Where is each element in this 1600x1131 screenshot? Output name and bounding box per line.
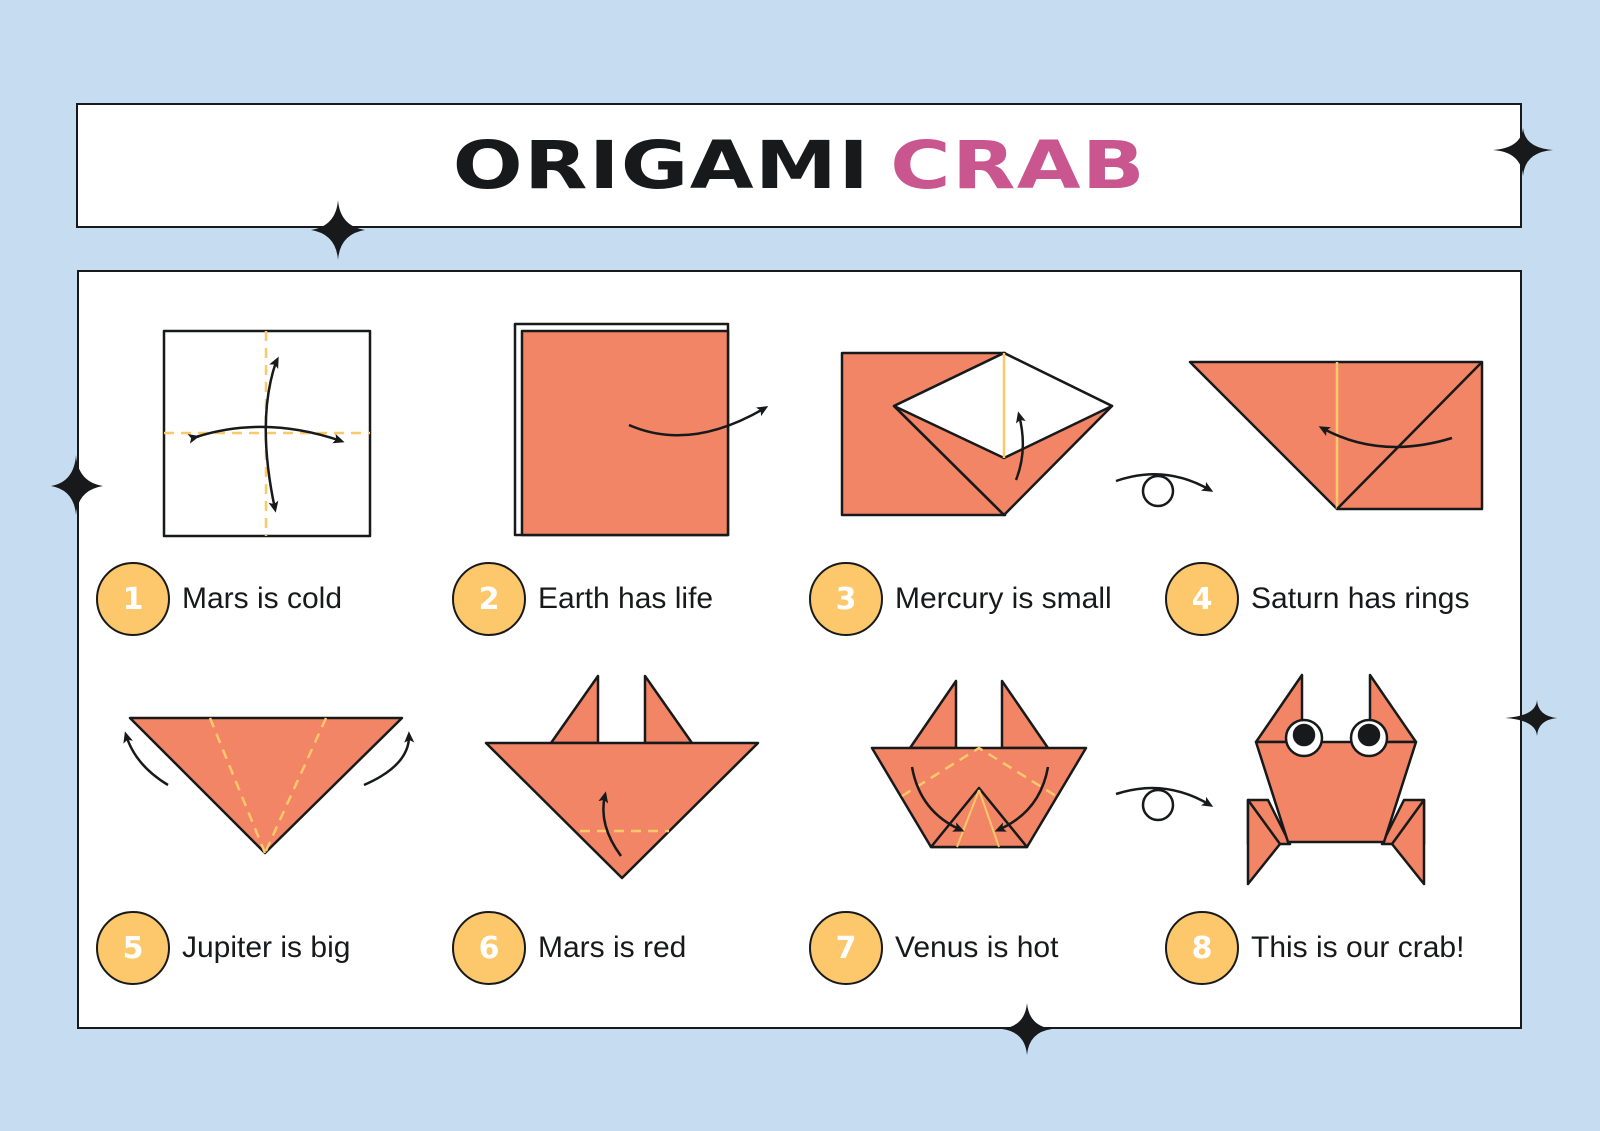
decorative-sparkles — [51, 128, 1557, 1055]
step-number-badge: 3 — [809, 562, 883, 636]
step-text: Jupiter is big — [182, 931, 351, 964]
step-number-badge: 7 — [809, 911, 883, 985]
step-3-label: 3 Mercury is small — [809, 562, 1112, 636]
fold-arrow-icon — [994, 766, 1050, 832]
step-8-crab — [1246, 673, 1426, 886]
four-point-star-icon — [311, 200, 365, 260]
step-6-label: 6 Mars is red — [452, 911, 686, 985]
four-point-star-icon — [1505, 700, 1557, 736]
four-point-star-icon — [1002, 1003, 1052, 1055]
step-6-diagram — [484, 674, 760, 880]
step-7-label: 7 Venus is hot — [809, 911, 1058, 985]
step-5-label: 5 Jupiter is big — [96, 911, 350, 985]
step-text: Mars is cold — [182, 582, 343, 615]
step-text: Earth has life — [538, 582, 714, 615]
title-part-crab: CRAB — [889, 127, 1146, 204]
step-8-label: 8 This is our crab! — [1165, 911, 1464, 985]
step-1-diagram — [162, 329, 372, 538]
step-number-badge: 8 — [1165, 911, 1239, 985]
step-1-label: 1 Mars is cold — [96, 562, 342, 636]
eye-left — [1284, 718, 1324, 758]
flip-over-icon — [1115, 786, 1214, 822]
four-point-star-icon — [51, 455, 103, 515]
step-number-badge: 1 — [96, 562, 170, 636]
step-number-badge: 4 — [1165, 562, 1239, 636]
step-number-badge: 5 — [96, 911, 170, 985]
fold-arrow-icon — [598, 791, 623, 857]
step-text: Mars is red — [538, 931, 687, 964]
fold-arrow-icon — [1014, 411, 1026, 481]
step-number-badge: 2 — [452, 562, 526, 636]
step-text: Venus is hot — [895, 931, 1059, 964]
eye-right — [1349, 718, 1389, 758]
step-5-diagram — [123, 716, 415, 855]
step-4-label: 4 Saturn has rings — [1165, 562, 1469, 636]
step-7-diagram — [870, 679, 1214, 849]
step-text: Mercury is small — [895, 582, 1112, 615]
fold-arrow-icon — [264, 361, 279, 513]
fold-arrow-icon — [363, 731, 415, 787]
fold-arrow-icon — [910, 766, 965, 832]
fold-arrow-icon — [1318, 426, 1453, 449]
fold-arrow-icon — [628, 406, 769, 437]
step-text: This is our crab! — [1251, 931, 1465, 964]
flip-over-icon — [1115, 473, 1214, 508]
step-2-label: 2 Earth has life — [452, 562, 713, 636]
fold-arrow-icon — [123, 731, 169, 787]
step-2-diagram — [513, 322, 769, 537]
title-part-origami: ORIGAMI — [452, 127, 870, 204]
step-4-diagram — [1188, 360, 1484, 511]
step-3-diagram — [840, 351, 1214, 517]
four-point-star-icon — [1493, 128, 1553, 176]
step-number-badge: 6 — [452, 911, 526, 985]
step-text: Saturn has rings — [1251, 582, 1470, 615]
